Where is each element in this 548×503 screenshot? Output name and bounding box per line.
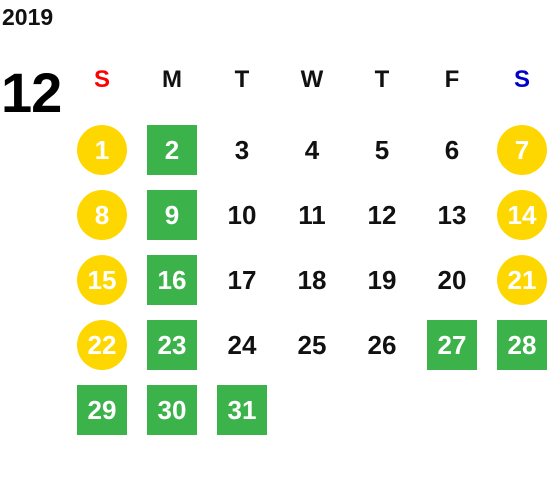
calendar-day-cell[interactable]: 31 — [217, 385, 267, 435]
weekday-label: F — [444, 66, 460, 93]
calendar-year: 2019 — [2, 4, 54, 30]
calendar-day-cell[interactable]: 9 — [147, 190, 197, 240]
calendar-day-cell[interactable]: 14 — [497, 190, 547, 240]
calendar-day-cell[interactable]: 4 — [304, 135, 320, 165]
calendar-day-cell[interactable]: 16 — [147, 255, 197, 305]
calendar-month: 12 — [1, 61, 62, 124]
weekday-label: S — [93, 66, 110, 93]
calendar-day-cell[interactable]: 21 — [497, 255, 547, 305]
calendar-day-cell[interactable]: 30 — [147, 385, 197, 435]
calendar-day-cell[interactable]: 10 — [227, 200, 257, 230]
calendar-day-cell[interactable]: 6 — [444, 135, 460, 165]
calendar-day-cell[interactable]: 22 — [77, 320, 127, 370]
calendar-day-cell[interactable]: 12 — [367, 200, 397, 230]
calendar-day-cell[interactable]: 26 — [367, 330, 397, 360]
calendar-day-cell[interactable]: 23 — [147, 320, 197, 370]
weekday-label: S — [513, 66, 530, 93]
calendar-day-cell[interactable]: 3 — [234, 135, 250, 165]
weekday-label: T — [374, 66, 390, 93]
weekday-label: T — [234, 66, 250, 93]
calendar-day-cell[interactable]: 7 — [497, 125, 547, 175]
calendar-day-cell[interactable]: 1 — [77, 125, 127, 175]
calendar-day-cell[interactable]: 27 — [427, 320, 477, 370]
calendar-day-cell[interactable]: 28 — [497, 320, 547, 370]
calendar-day-cell[interactable]: 5 — [374, 135, 390, 165]
calendar-day-cell[interactable]: 19 — [367, 265, 397, 295]
calendar-day-cell[interactable]: 20 — [437, 265, 467, 295]
weekday-label: W — [300, 66, 324, 93]
calendar-day-cell[interactable]: 15 — [77, 255, 127, 305]
calendar-day-cell[interactable]: 11 — [298, 200, 326, 230]
calendar-day-cell[interactable]: 29 — [77, 385, 127, 435]
calendar-day-cell[interactable]: 17 — [227, 265, 257, 295]
calendar-day-cell[interactable]: 18 — [297, 265, 327, 295]
weekday-label: M — [162, 66, 182, 93]
calendar-day-cell[interactable]: 25 — [297, 330, 327, 360]
calendar-day-cell[interactable]: 24 — [227, 330, 257, 360]
calendar-day-cell[interactable]: 13 — [437, 200, 467, 230]
calendar-day-cell[interactable]: 2 — [147, 125, 197, 175]
calendar-day-cell[interactable]: 8 — [77, 190, 127, 240]
